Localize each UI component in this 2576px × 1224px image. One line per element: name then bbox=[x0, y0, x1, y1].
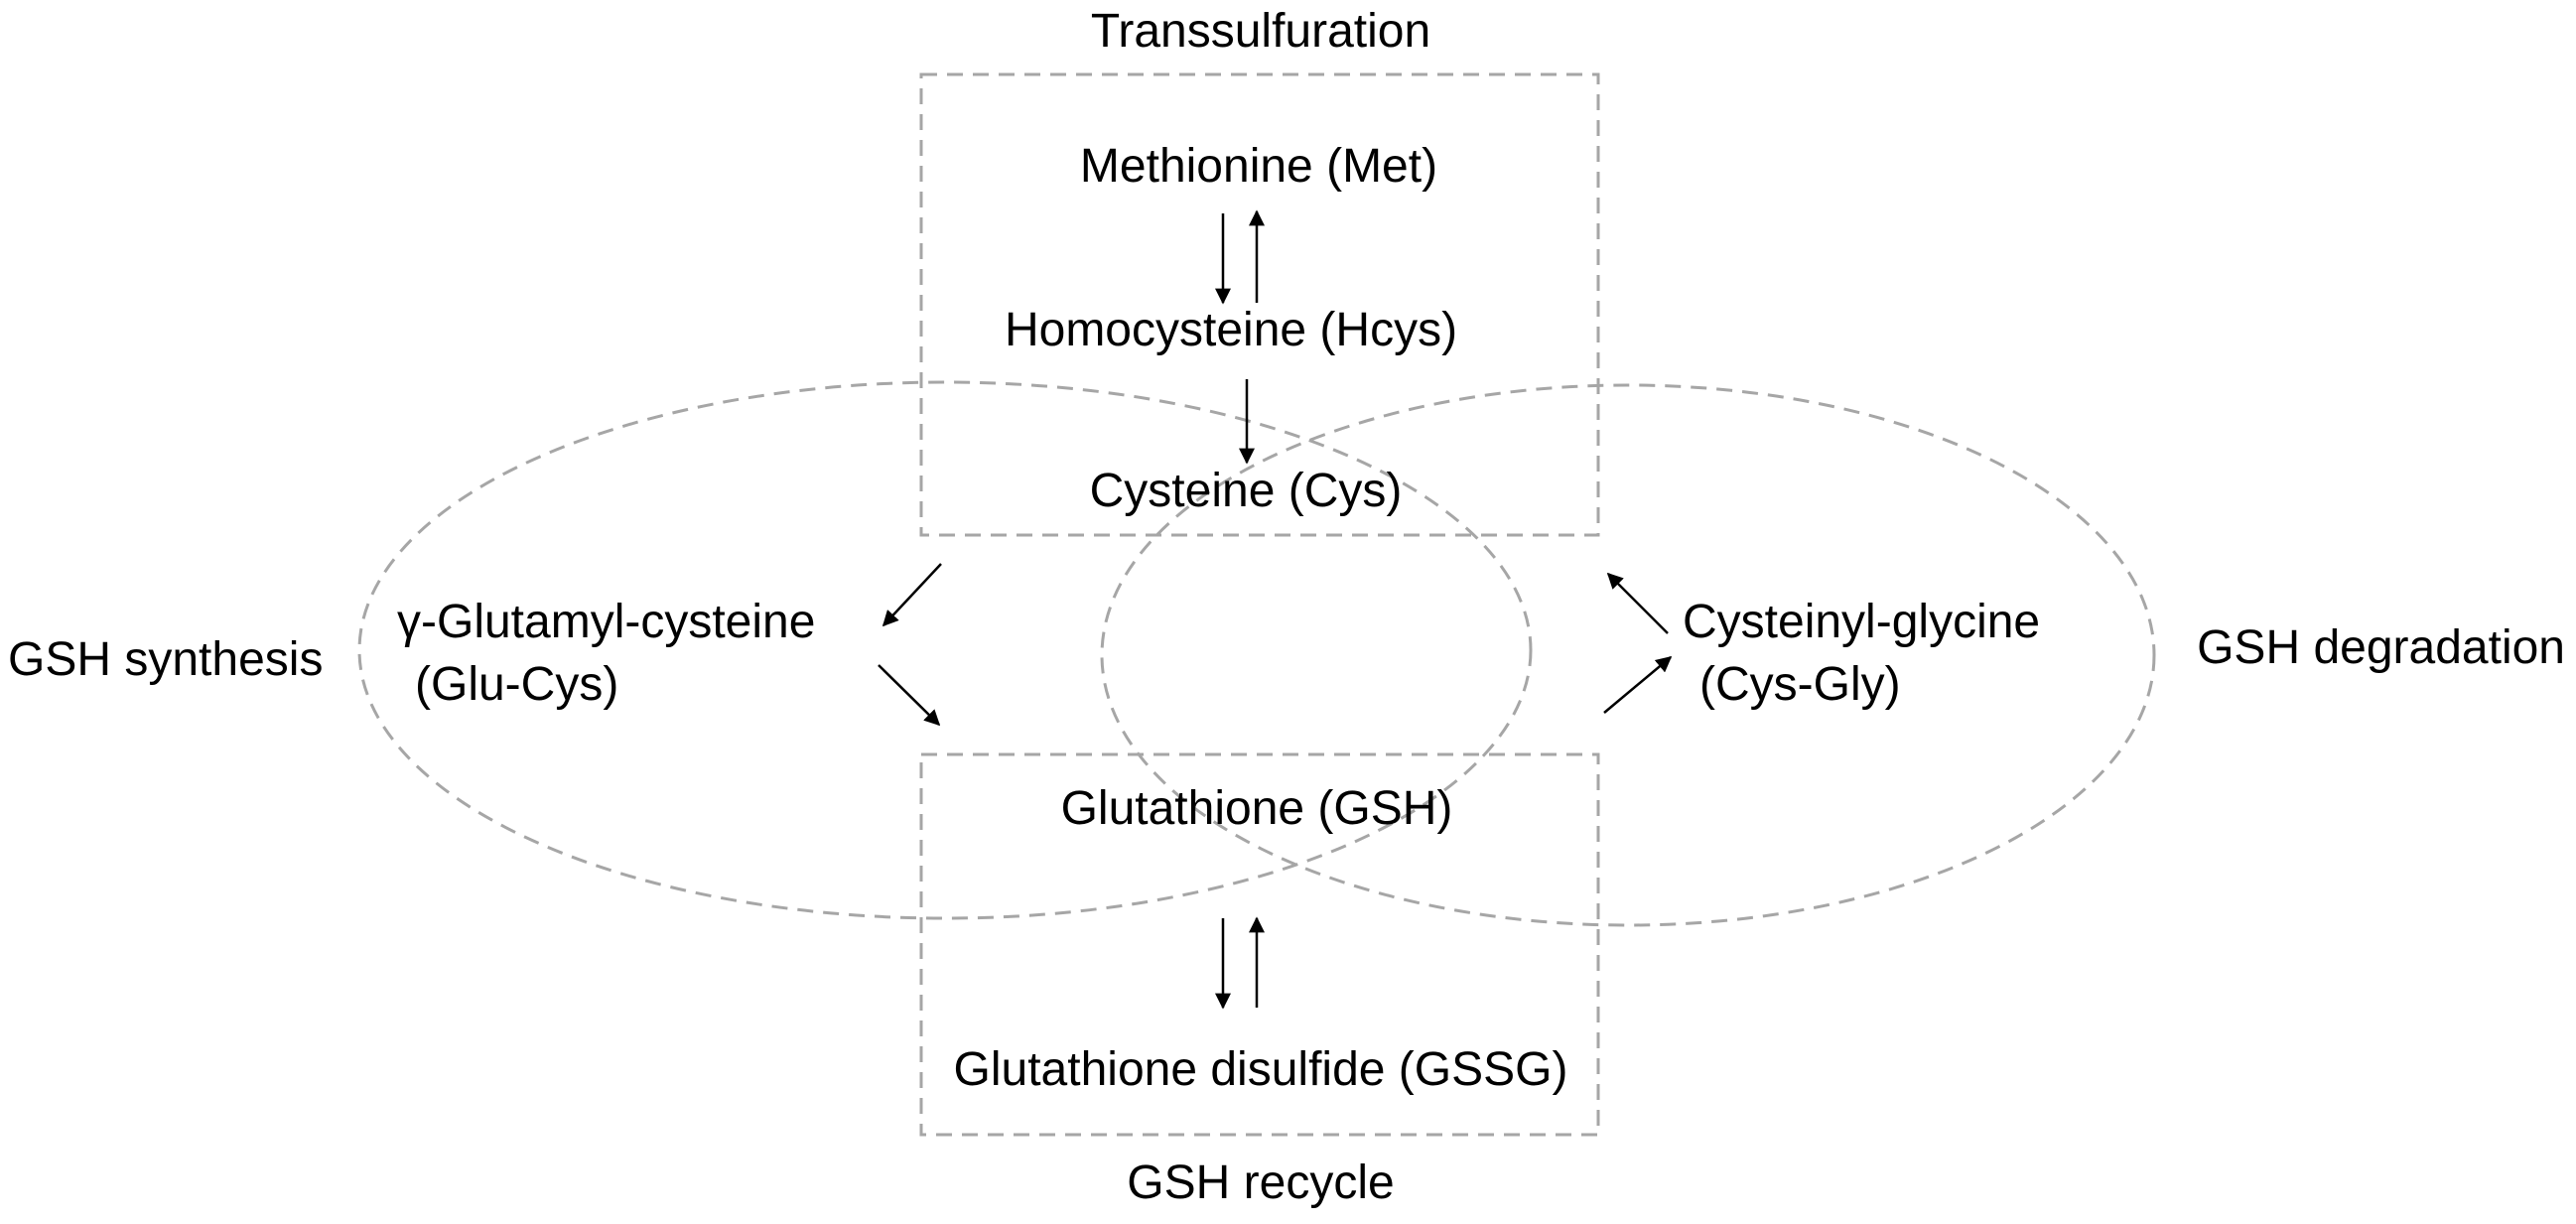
arrow-cys-gly-to-cys bbox=[1606, 572, 1669, 634]
transsulfuration-box bbox=[919, 72, 1600, 537]
glutathione-label: Glutathione (GSH) bbox=[1061, 782, 1453, 835]
glu-cys-label-line1: γ-Glutamyl-cysteine bbox=[397, 596, 815, 648]
gsh-degradation-ellipse bbox=[1100, 383, 2156, 927]
gsh-recycle-box bbox=[919, 752, 1600, 1137]
transsulfuration-label: Transsulfuration bbox=[1091, 5, 1430, 58]
cys-gly-label-line2: (Cys-Gly) bbox=[1699, 658, 1901, 711]
glu-cys-label-line2: (Glu-Cys) bbox=[415, 658, 618, 711]
gssg-label: Glutathione disulfide (GSSG) bbox=[954, 1043, 1568, 1096]
arrow-glu-cys-to-gsh bbox=[878, 664, 941, 727]
arrow-gsh-to-cys-gly bbox=[1603, 655, 1673, 714]
homocysteine-label: Homocysteine (Hcys) bbox=[1005, 304, 1457, 356]
cysteine-label: Cysteine (Cys) bbox=[1090, 465, 1403, 517]
methionine-label: Methionine (Met) bbox=[1080, 140, 1437, 193]
gsh-synthesis-ellipse bbox=[357, 380, 1533, 920]
gsh-synthesis-label: GSH synthesis bbox=[8, 633, 323, 686]
gsh-degradation-label: GSH degradation bbox=[2197, 621, 2565, 674]
gsh-recycle-label: GSH recycle bbox=[1127, 1156, 1394, 1209]
cys-gly-label-line1: Cysteinyl-glycine bbox=[1683, 596, 2040, 648]
arrow-cys-to-glu-cys bbox=[881, 563, 942, 627]
